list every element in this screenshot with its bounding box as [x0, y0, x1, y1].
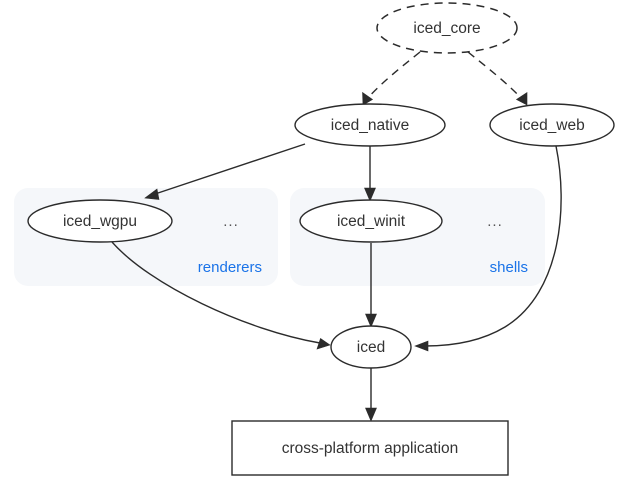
node-iced-label: iced	[357, 339, 385, 356]
edge-iced-web-to-iced-line	[424, 145, 562, 347]
edge-iced-winit-to-iced-arrowhead	[365, 313, 377, 328]
edge-iced-wgpu-to-iced	[111, 241, 331, 350]
edge-iced-wgpu-to-iced-line	[111, 241, 321, 344]
node-iced-winit[interactable]: iced_winit	[299, 199, 443, 243]
edge-iced-core-to-iced-native	[362, 51, 421, 106]
edge-iced-native-to-iced-wgpu-line	[154, 143, 306, 195]
cluster-renderers-ellipsis: ...	[223, 213, 239, 230]
node-iced-native-label: iced_native	[331, 117, 409, 134]
node-iced-wgpu-shape[interactable]	[27, 199, 173, 243]
node-iced-core[interactable]: iced_core	[376, 2, 518, 54]
edge-iced-core-to-iced-web-line	[467, 51, 523, 100]
node-iced-core-shape[interactable]	[376, 2, 518, 54]
node-iced-native[interactable]: iced_native	[294, 103, 446, 147]
node-iced-shape[interactable]	[330, 325, 412, 369]
node-iced-wgpu-label: iced_wgpu	[63, 213, 137, 230]
edge-iced-winit-to-iced	[365, 243, 377, 328]
edge-iced-native-to-iced-wgpu-arrowhead	[144, 188, 160, 200]
edge-iced-native-to-iced-winit-arrowhead	[364, 187, 376, 202]
node-iced-web-shape[interactable]	[489, 103, 615, 147]
node-iced-web-label: iced_web	[519, 117, 585, 134]
edge-iced-web-to-iced-arrowhead	[414, 340, 429, 352]
edge-iced-core-to-iced-web	[467, 51, 528, 106]
node-iced-winit-label: iced_winit	[337, 213, 406, 230]
node-iced-core-label: iced_core	[413, 20, 480, 37]
edge-iced-native-to-iced-wgpu	[144, 143, 306, 200]
node-cross-platform-application[interactable]: cross-platform application	[231, 420, 509, 476]
node-iced-winit-shape[interactable]	[299, 199, 443, 243]
edge-iced-core-to-iced-web-arrowhead	[515, 91, 528, 106]
edge-iced-web-to-iced	[414, 145, 562, 352]
cluster-renderers-label: renderers	[198, 259, 262, 276]
node-iced-native-shape[interactable]	[294, 103, 446, 147]
edge-iced-core-to-iced-native-line	[366, 51, 421, 100]
edge-iced-wgpu-to-iced-arrowhead	[316, 338, 331, 350]
node-iced-web[interactable]: iced_web	[489, 103, 615, 147]
node-iced[interactable]: iced	[330, 325, 412, 369]
edge-iced-to-application	[365, 368, 377, 422]
cluster-shells-ellipsis: ...	[487, 213, 503, 230]
cluster-shells-label: shells	[490, 259, 528, 276]
edge-iced-core-to-iced-native-arrowhead	[362, 91, 374, 106]
node-iced-wgpu[interactable]: iced_wgpu	[27, 199, 173, 243]
edge-iced-to-application-arrowhead	[365, 407, 377, 422]
edge-iced-native-to-iced-winit	[364, 146, 376, 202]
node-cross-platform-application-shape[interactable]	[231, 420, 509, 476]
node-cross-platform-application-label: cross-platform application	[282, 440, 459, 457]
